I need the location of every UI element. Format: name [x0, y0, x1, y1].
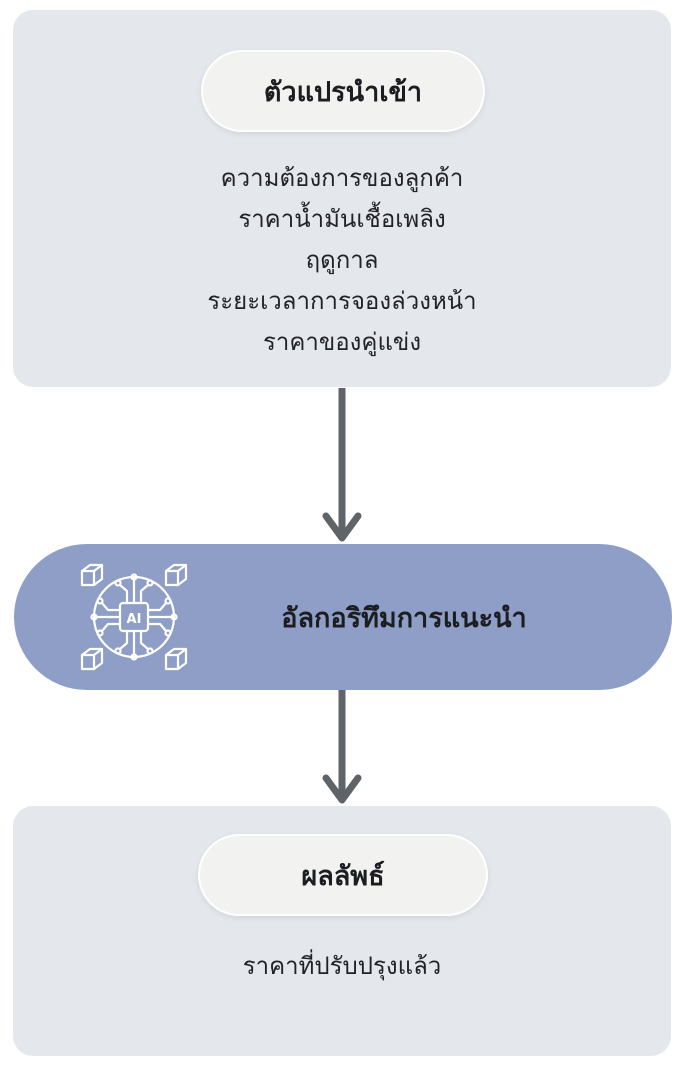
- algorithm-label: อัลกอริทึมการแนะนำ: [281, 602, 527, 634]
- arrow-algorithm-to-output: [322, 690, 362, 804]
- svg-text:AI: AI: [127, 612, 142, 627]
- input-item-booking-lead-time: ระยะเวลาการจองล่วงหน้า: [207, 287, 477, 315]
- output-title: ผลลัพธ์: [198, 834, 488, 916]
- output-panel: ผลลัพธ์ ราคาที่ปรับปรุงแล้ว: [13, 806, 671, 1056]
- arrow-head: [322, 774, 362, 804]
- arrow-inputs-to-algorithm: [322, 388, 362, 542]
- inputs-panel: ตัวแปรนำเข้า ความต้องการของลูกค้า ราคาน้…: [13, 10, 671, 387]
- algorithm-block: AI อัลกอริทึมการแนะนำ: [14, 544, 672, 690]
- input-item-customer-demand: ความต้องการของลูกค้า: [220, 164, 464, 192]
- cube-bottom-left: [80, 647, 104, 671]
- inputs-list: ความต้องการของลูกค้า ราคาน้ำมันเชื้อเพลิ…: [13, 158, 671, 363]
- input-item-fuel-price: ราคาน้ำมันเชื้อเพลิง: [238, 205, 446, 233]
- input-item-competitor-price: ราคาของคู่แข่ง: [262, 328, 422, 356]
- ai-chip-icon: AI: [80, 563, 188, 671]
- cube-top-left: [80, 563, 104, 587]
- input-item-season: ฤดูกาล: [305, 246, 379, 274]
- arrow-head: [322, 512, 362, 542]
- output-text: ราคาที่ปรับปรุงแล้ว: [242, 952, 442, 980]
- cube-bottom-right: [164, 647, 188, 671]
- inputs-title: ตัวแปรนำเข้า: [201, 50, 485, 132]
- cube-top-right: [164, 563, 188, 587]
